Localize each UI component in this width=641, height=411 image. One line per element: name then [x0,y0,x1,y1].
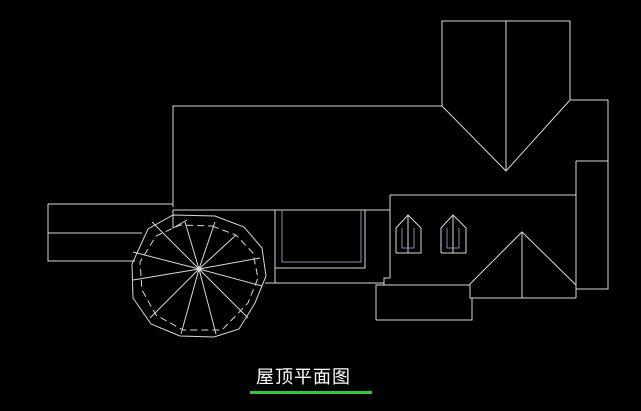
turret-roof [131,214,267,338]
gable-roof [469,231,577,286]
tower-roof-outline [441,20,571,172]
drawing-title: 屋顶平面图 [256,367,351,388]
right-upper-wing [570,99,609,290]
turret-notch-2 [172,219,188,229]
turret-rafters [132,221,263,335]
bottom-porch-roof [376,298,473,321]
main-roof-outline [172,105,442,207]
bottom-porch-left [375,277,390,320]
gable-base [469,284,576,299]
courtyard-outer [274,210,366,269]
dormer-right [440,214,467,254]
dormer-left [395,214,422,254]
courtyard-inner [281,210,362,263]
turret-apex [196,266,202,272]
title-underline [250,391,372,394]
